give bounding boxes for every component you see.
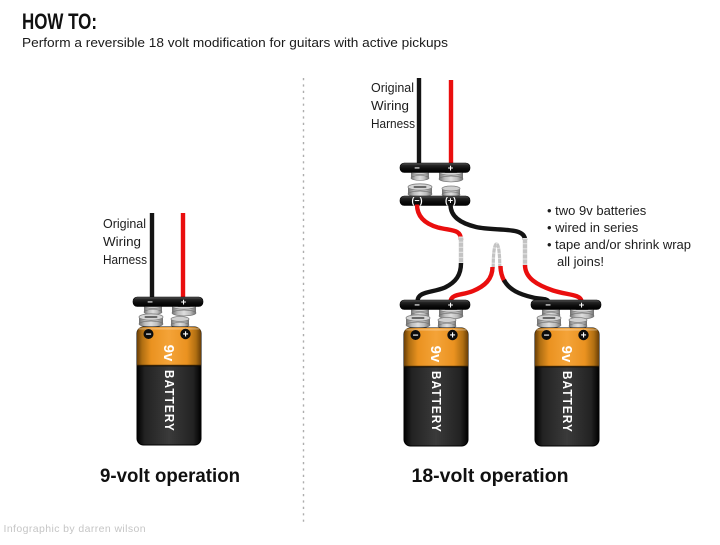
page-subtitle: Perform a reversible 18 volt modificatio… — [22, 35, 449, 50]
left-harness-label-line2: Wiring — [103, 234, 141, 249]
middle-red-wire-to-left-battery — [448, 266, 495, 302]
page-title: HOW TO: — [22, 9, 97, 34]
right-caption: 18-volt operation — [412, 466, 569, 487]
right-harness-label-line3: Harness — [371, 116, 415, 131]
solder-join-middle-hairpin-wrap — [491, 242, 502, 270]
nine-volt-diagram: Original Wiring Harness 9-volt operation — [100, 213, 240, 487]
middle-red-stub — [498, 265, 507, 283]
note-line-2: • wired in series — [547, 220, 639, 235]
left-harness-label-line1: Original — [103, 216, 146, 231]
left-harness-label-line3: Harness — [103, 252, 147, 267]
header: HOW TO: Perform a reversible 18 volt mod… — [22, 9, 449, 50]
series-red-wire-to-right-battery — [522, 264, 584, 302]
left-caption: 9-volt operation — [100, 466, 240, 487]
right-harness-label-line2: Wiring — [371, 98, 409, 113]
right-harness-label-line1: Original — [371, 80, 414, 95]
note-line-1: • two 9v batteries — [547, 203, 647, 218]
adapter-red-wire — [414, 204, 464, 241]
series-black-wire-to-left-battery — [415, 262, 464, 302]
eighteen-volt-diagram: Original Wiring Harness • two 9v batteri… — [371, 78, 691, 487]
adapter-black-wire — [448, 204, 528, 241]
note-line-4: all joins! — [557, 254, 604, 269]
note-line-3: • tape and/or shrink wrap — [547, 237, 691, 252]
credit-text: Infographic by darren wilson — [4, 523, 147, 535]
middle-black-wire-to-right-battery — [502, 278, 551, 303]
